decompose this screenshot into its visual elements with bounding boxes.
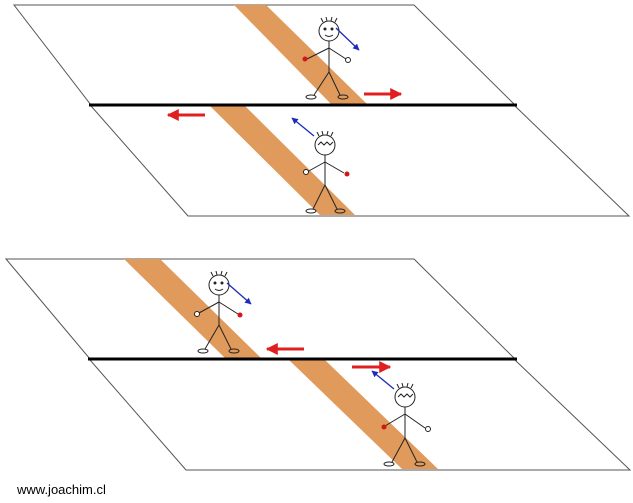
top-upper-blue-arrow — [335, 27, 360, 51]
top-upper-strip — [234, 5, 367, 104]
bottom-upper-plane — [4, 258, 517, 360]
top-lower-plane — [89, 105, 631, 217]
top-lower-figure — [305, 130, 346, 214]
bottom-upper-figure — [197, 270, 240, 354]
bottom-upper-blue-arrow — [226, 282, 252, 305]
bottom-upper-strip — [124, 259, 261, 358]
top-lower-strip — [210, 106, 355, 215]
top-lower-white-hand — [303, 169, 309, 175]
top-lower-blue-arrow — [291, 117, 315, 137]
top-upper-figure — [305, 16, 349, 100]
top-panel — [12, 4, 631, 217]
credit-text: www.joachim.cl — [17, 482, 106, 497]
bottom-lower-red-hand — [381, 424, 387, 430]
bottom-upper-red-hand — [237, 312, 243, 318]
top-lower-red-hand — [344, 171, 350, 177]
top-upper-red-hand — [302, 56, 308, 62]
bottom-lower-blue-arrow — [371, 370, 395, 390]
top-upper-white-hand — [345, 57, 351, 63]
bottom-lower-figure — [383, 382, 426, 467]
bottom-panel — [4, 258, 632, 471]
bottom-lower-white-hand — [425, 426, 431, 432]
bottom-upper-white-hand — [194, 311, 200, 317]
bottom-lower-strip — [289, 360, 438, 469]
